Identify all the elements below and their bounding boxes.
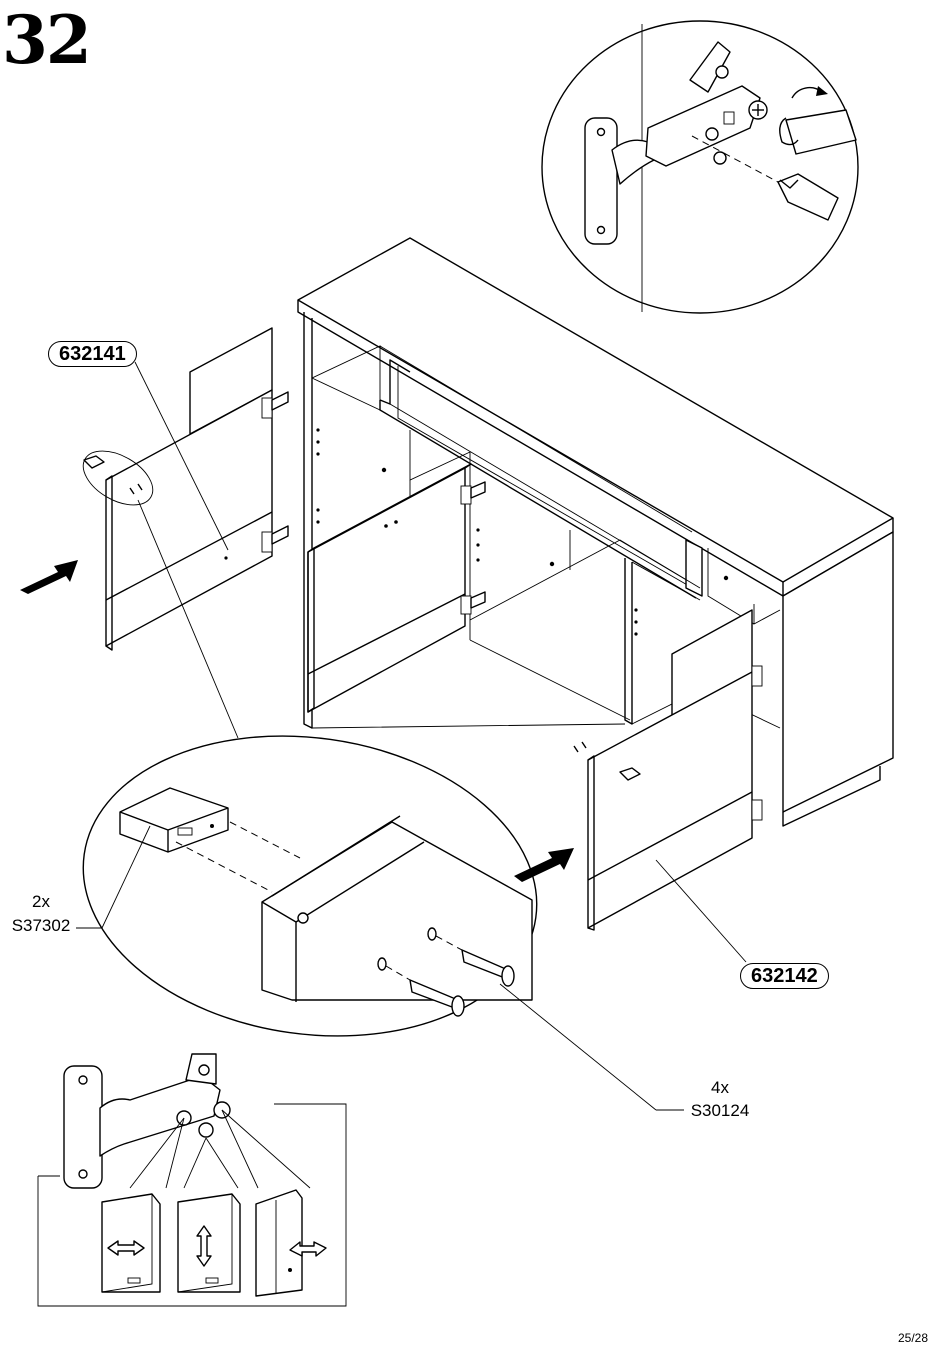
- part-label-632142: 632142: [740, 963, 829, 989]
- hinge-adjust-guide: [38, 1054, 346, 1306]
- stopper-zoom-detail: [64, 708, 557, 1065]
- mounted-door-left: [308, 464, 485, 712]
- page-indicator: 25/28: [898, 1331, 928, 1345]
- door-632142: [574, 610, 762, 930]
- stopper-qty: 2x: [4, 892, 78, 912]
- step-number: 32: [2, 0, 90, 80]
- screw-code: S30124: [680, 1101, 760, 1121]
- stopper-code: S37302: [4, 916, 78, 936]
- screw-qty: 4x: [680, 1078, 760, 1098]
- part-label-632141: 632141: [48, 341, 137, 367]
- hinge-zoom-detail: [542, 21, 858, 313]
- arrow-right-icon: [20, 560, 574, 882]
